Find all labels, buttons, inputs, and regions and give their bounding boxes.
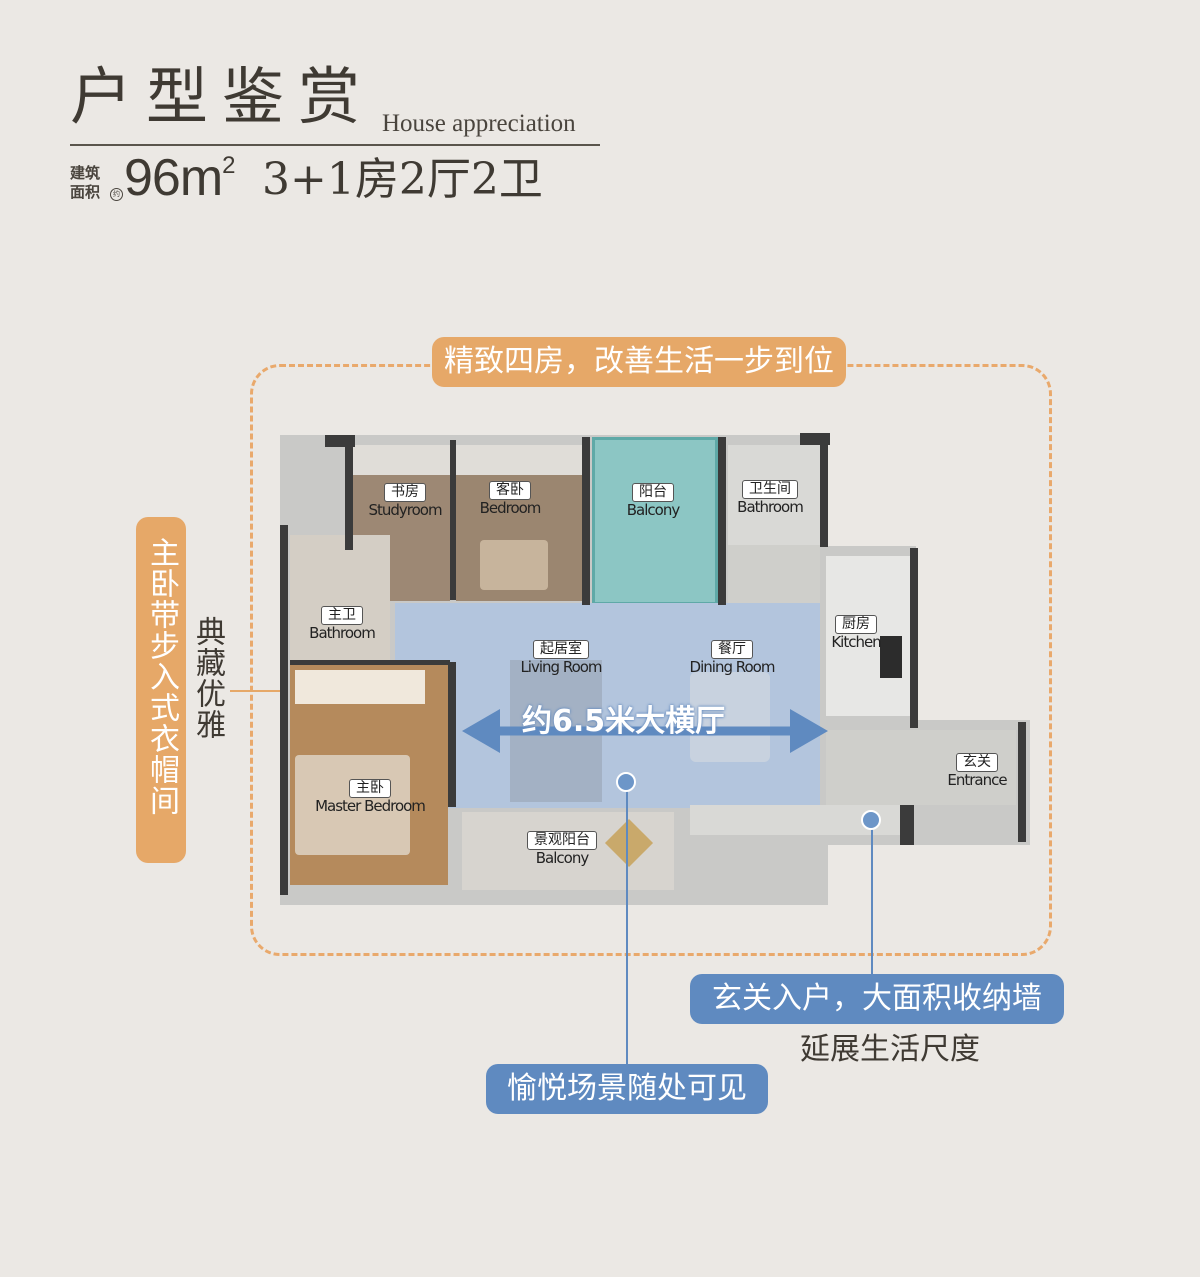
entrance-leader-dot — [861, 810, 881, 830]
wall — [450, 440, 456, 600]
bathroom-2-sink — [728, 545, 820, 605]
label-entrance-en: Entrance — [947, 771, 1007, 789]
double-arrow-icon — [462, 709, 828, 753]
wall — [448, 662, 456, 807]
wall — [820, 437, 828, 547]
label-master-bath-en: Bathroom — [309, 624, 376, 642]
left-side-note: 典藏优雅 — [190, 616, 225, 740]
entrance-callout: 玄关入户，大面积收纳墙 — [690, 974, 1064, 1024]
label-entrance-cn: 玄关 — [956, 753, 998, 772]
label-balcony-en: Balcony — [626, 501, 680, 519]
dining-table — [690, 672, 770, 762]
view-callout: 愉悦场景随处可见 — [486, 1064, 768, 1114]
area-label: 建筑 面积 约 — [70, 164, 123, 202]
label-kitchen-cn: 厨房 — [835, 615, 877, 634]
wall — [325, 435, 355, 447]
label-master-cn: 主卧 — [349, 779, 391, 798]
left-callout-text: 主卧带步入式衣帽间 — [144, 537, 179, 816]
view-leader-dot — [616, 772, 636, 792]
label-dining-en: Dining Room — [689, 658, 776, 676]
label-study-cn: 书房 — [384, 483, 426, 502]
view-leader-line — [626, 790, 628, 1070]
wall — [900, 805, 914, 845]
wall — [800, 433, 830, 445]
label-master-bath-cn: 主卫 — [321, 606, 363, 625]
guest-window-strip — [456, 445, 584, 475]
label-balcony-cn: 阳台 — [632, 483, 674, 502]
wall — [290, 660, 450, 665]
master-bed — [295, 755, 410, 855]
study-window-strip — [350, 445, 450, 475]
wall — [910, 548, 918, 728]
top-callout: 精致四房，改善生活一步到位 — [432, 337, 846, 387]
page-title: 户型鉴赏 — [70, 60, 375, 133]
left-callout: 主卧带步入式衣帽间 — [136, 517, 186, 863]
label-view-balcony-en: Balcony — [535, 849, 589, 867]
label-dining-cn: 餐厅 — [711, 640, 753, 659]
label-guest-en: Bedroom — [479, 499, 542, 517]
wall — [582, 437, 590, 605]
label-kitchen-en: Kitchen — [831, 633, 881, 651]
area-label-line2: 面积 — [70, 183, 101, 201]
label-bath2-cn: 卫生间 — [742, 480, 798, 499]
guest-bed — [480, 540, 548, 590]
balcony-room — [592, 437, 718, 605]
title-underline — [70, 144, 600, 146]
hall-width-text: 约6.5米大横厅 — [522, 704, 726, 739]
kitchen-stove — [880, 636, 902, 678]
area-unit-sup: 2 — [222, 152, 235, 179]
label-guest-cn: 客卧 — [489, 481, 531, 500]
area-label-line1: 建筑 — [70, 164, 101, 182]
area-value: 96m2 — [124, 149, 236, 207]
label-master-en: Master Bedroom — [315, 797, 426, 815]
label-living-en: Living Room — [520, 658, 602, 676]
layout-text: 3+1房2厅2卫 — [262, 154, 543, 205]
master-closet — [295, 670, 425, 704]
area-approx-mark: 约 — [110, 188, 123, 201]
label-study-en: Studyroom — [368, 501, 442, 519]
entrance-callout-sub: 延展生活尺度 — [800, 1032, 980, 1067]
label-view-balcony-cn: 景观阳台 — [527, 831, 597, 850]
left-callout-leader — [230, 690, 320, 692]
wall — [280, 525, 288, 895]
page-title-english: House appreciation — [382, 110, 576, 137]
master-bathroom — [290, 535, 390, 660]
label-living-cn: 起居室 — [533, 640, 589, 659]
wall — [718, 437, 726, 605]
area-number: 96m — [124, 149, 223, 207]
wall — [345, 440, 353, 550]
wall — [1018, 722, 1026, 842]
label-bath2-en: Bathroom — [737, 498, 804, 516]
entrance-leader-line — [871, 826, 873, 976]
